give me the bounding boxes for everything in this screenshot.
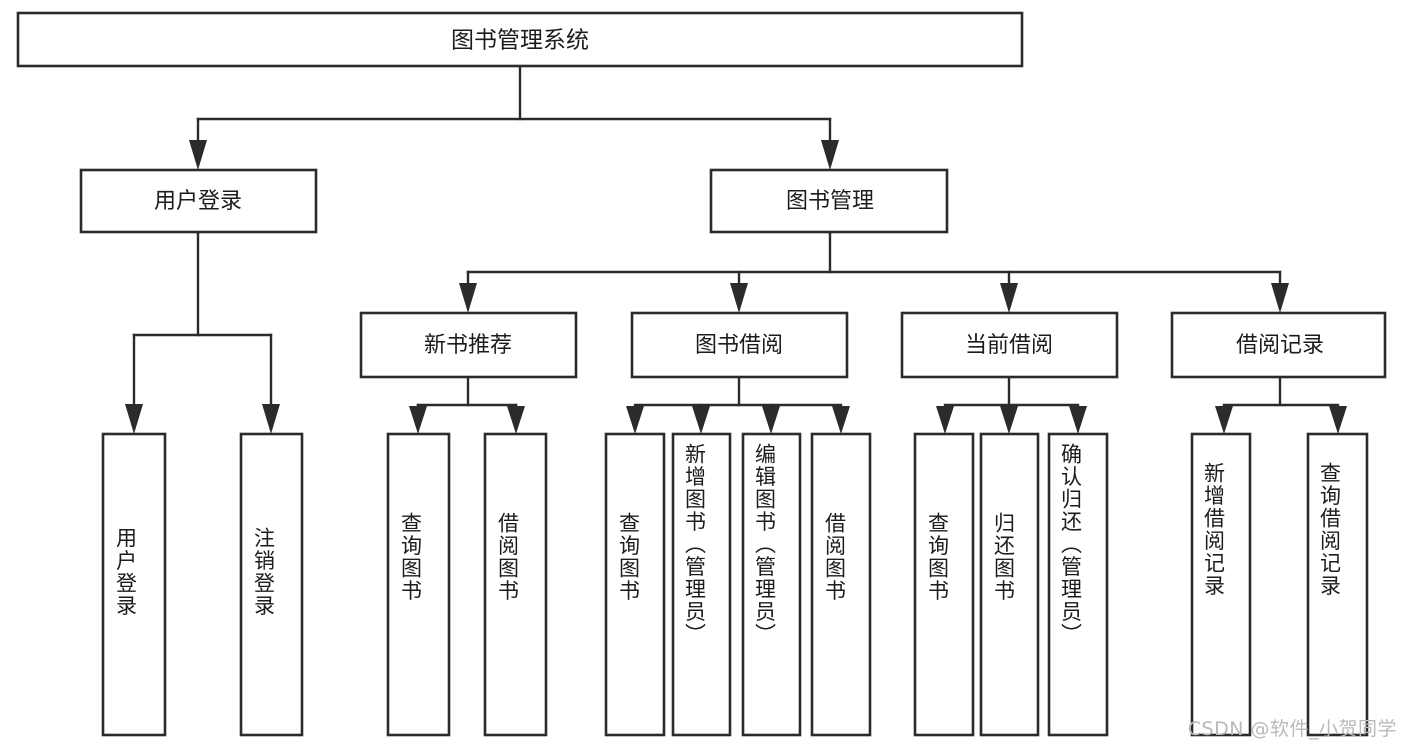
arrow-head-leaf-borrow-books (832, 406, 850, 434)
arrow-head-leaf-query-books-borrow (626, 406, 644, 434)
node-leaf-query-books-recommend-box[interactable] (386, 432, 451, 737)
node-leaf-query-borrow-record-box[interactable] (1306, 432, 1369, 737)
node-leaf-query-books-borrow-box[interactable] (604, 432, 666, 737)
node-current-borrow[interactable]: 当前借阅 (900, 311, 1119, 379)
node-borrow-record-box[interactable] (1170, 311, 1387, 379)
arrow-head-leaf-query-books-recommend (409, 406, 427, 434)
node-book-management[interactable]: 图书管理 (709, 168, 949, 234)
node-root[interactable]: 图书管理系统 (16, 11, 1024, 68)
arrow-head-book-borrow (730, 283, 748, 313)
node-leaf-confirm-return-admin-box[interactable] (1047, 432, 1109, 737)
arrow-head-leaf-logout-login (262, 404, 280, 434)
arrow-head-leaf-confirm-return-admin (1069, 406, 1087, 434)
node-leaf-borrow-books-recommend-box[interactable] (483, 432, 548, 737)
arrow-head-new-book-recommend (459, 283, 477, 313)
node-leaf-query-books-current-box[interactable] (913, 432, 975, 737)
arrow-head-current-borrow (1000, 283, 1018, 313)
node-book-management-label: 图书管理 (786, 189, 874, 214)
node-book-borrow-box[interactable] (630, 311, 849, 379)
arrow-head-leaf-query-borrow-record (1329, 406, 1347, 434)
node-book-borrow-label: 图书借阅 (695, 333, 783, 358)
connector-layer (125, 64, 1347, 434)
node-leaf-add-borrow-record-box[interactable] (1190, 432, 1252, 737)
arrow-head-user-login (189, 140, 207, 170)
csdn-watermark: CSDN @软件_小贺同学 (1187, 718, 1397, 740)
node-borrow-record-label: 借阅记录 (1236, 333, 1324, 358)
node-user-login-box[interactable] (79, 168, 318, 234)
arrow-head-borrow-record (1271, 283, 1289, 313)
node-book-borrow[interactable]: 图书借阅 (630, 311, 849, 379)
arrow-head-book-management (821, 140, 839, 170)
node-leaf-edit-book-admin-box[interactable] (741, 432, 802, 737)
node-root-label: 图书管理系统 (451, 28, 589, 54)
node-leaf-return-books-box[interactable] (979, 432, 1040, 737)
node-leaf-logout-login-box[interactable] (239, 432, 304, 737)
node-new-book-recommend-label: 新书推荐 (424, 333, 512, 358)
node-book-management-box[interactable] (709, 168, 949, 234)
node-user-login[interactable]: 用户登录 (79, 168, 318, 234)
node-root-box[interactable] (16, 11, 1024, 68)
arrow-head-leaf-add-borrow-record (1215, 406, 1233, 434)
arrow-head-leaf-edit-book-admin (762, 406, 780, 434)
arrow-head-leaf-borrow-books-recommend (507, 406, 525, 434)
node-new-book-recommend-box[interactable] (359, 311, 578, 379)
arrow-head-leaf-return-books (1000, 406, 1018, 434)
arrow-head-leaf-user-login (125, 404, 143, 434)
arrow-head-leaf-query-books-current (936, 406, 954, 434)
node-leaf-user-login-box[interactable] (101, 432, 167, 737)
node-new-book-recommend[interactable]: 新书推荐 (359, 311, 578, 379)
arrow-head-leaf-add-book-admin (692, 406, 710, 434)
node-leaf-borrow-books-box[interactable] (810, 432, 872, 737)
node-current-borrow-box[interactable] (900, 311, 1119, 379)
node-borrow-record[interactable]: 借阅记录 (1170, 311, 1387, 379)
node-layer: 图书管理系统 用户登录 图书管理 新书推荐 图书借阅 当前 (16, 11, 1387, 737)
node-leaf-add-book-admin-box[interactable] (671, 432, 732, 737)
node-user-login-label: 用户登录 (154, 189, 242, 214)
node-current-borrow-label: 当前借阅 (965, 333, 1053, 358)
